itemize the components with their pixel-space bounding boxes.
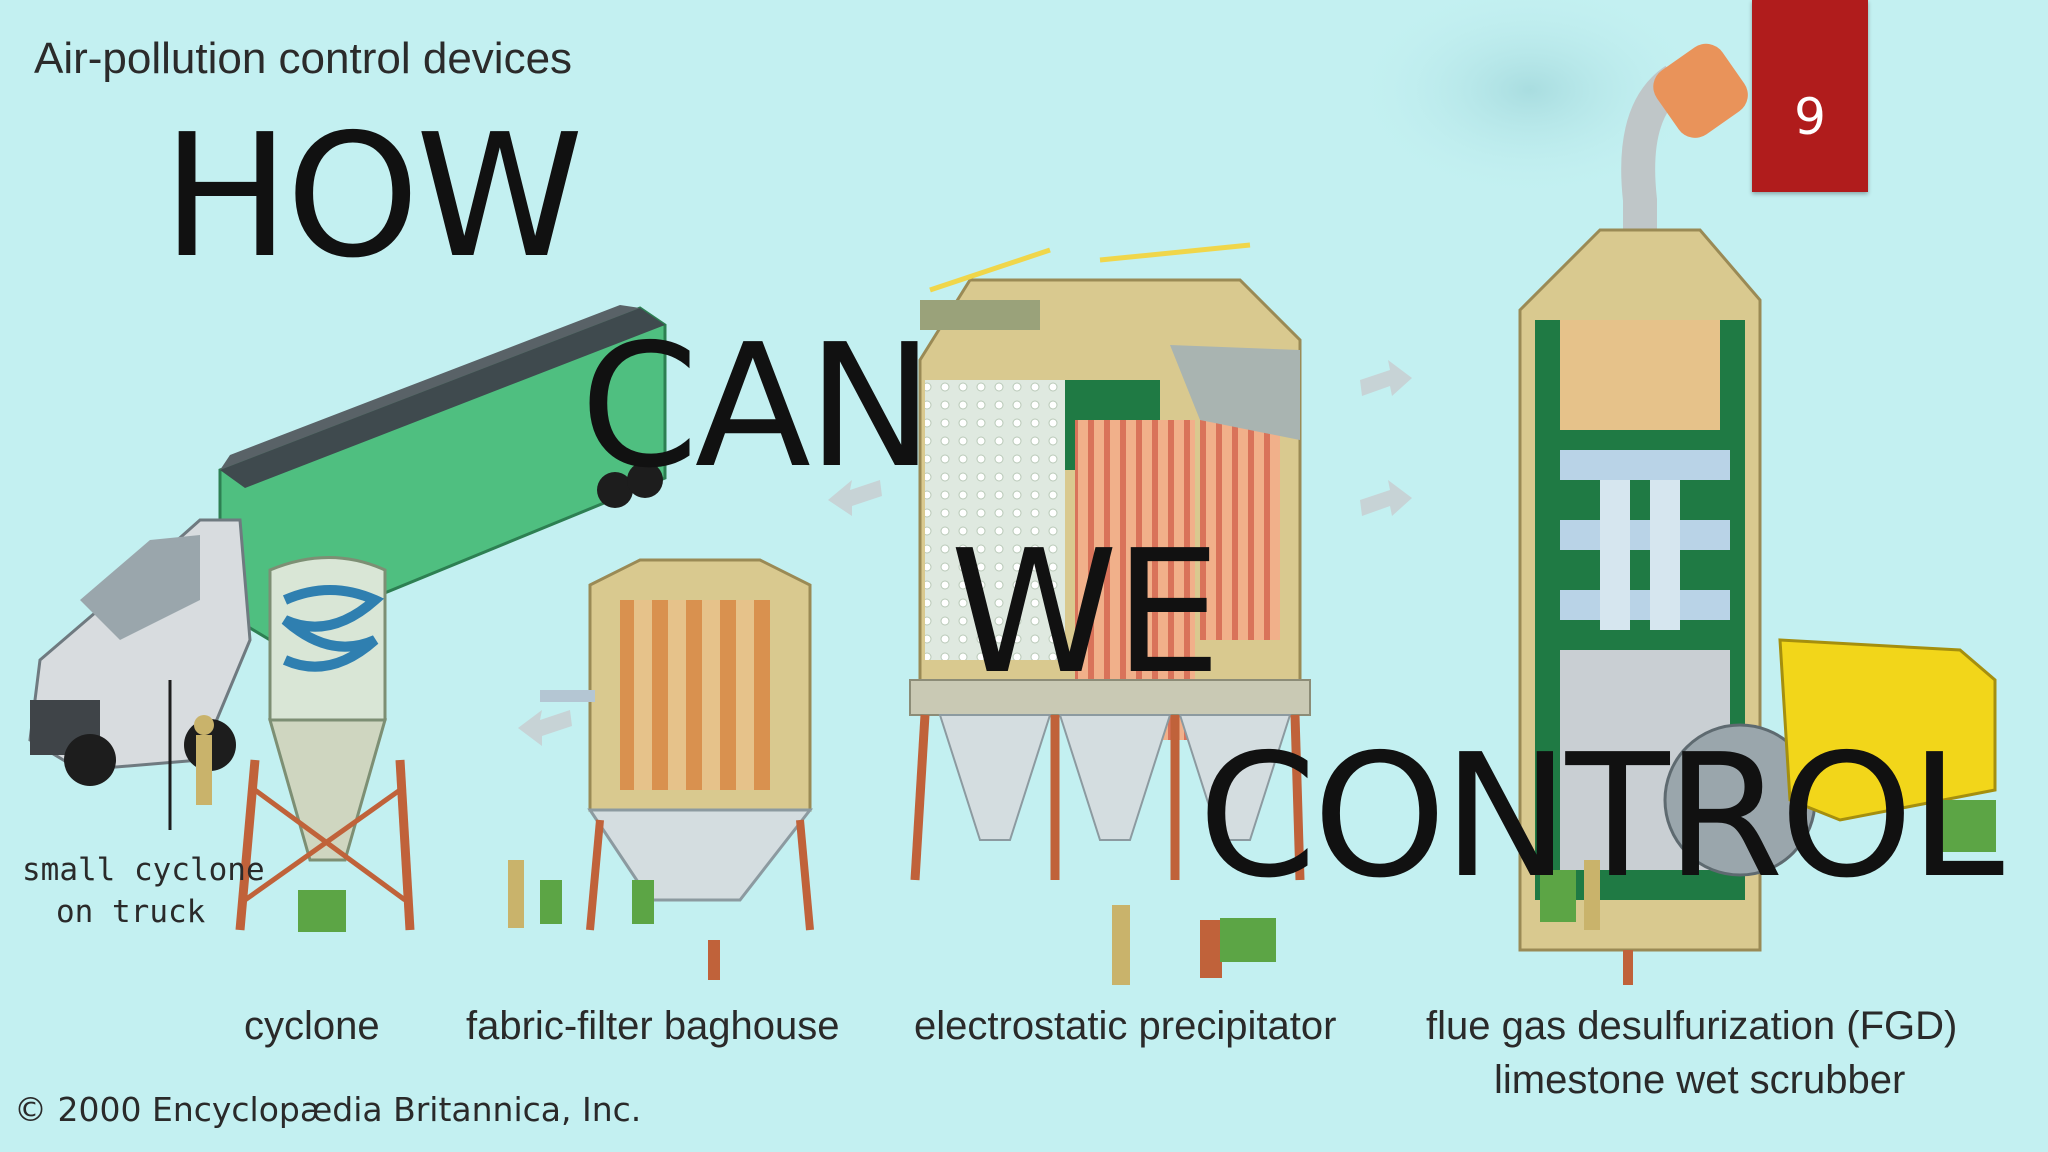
baghouse-device	[508, 558, 814, 980]
fgd-scrubber-device	[1518, 43, 1997, 985]
precipitator-caption: electrostatic precipitator	[914, 1004, 1337, 1048]
baghouse-caption: fabric-filter baghouse	[466, 1004, 840, 1048]
headline-word-control: CONTROL	[1198, 718, 2004, 916]
fgd-caption: flue gas desulfurization (FGD)	[1426, 1004, 1958, 1048]
headline-word-how: HOW	[162, 98, 584, 296]
page-number: 9	[1794, 88, 1826, 146]
electrostatic-precipitator-device	[909, 242, 1311, 985]
copyright-notice: © 2000 Encyclopædia Britannica, Inc.	[14, 1090, 642, 1129]
headline-word-can: CAN	[580, 308, 934, 506]
cyclone-device	[194, 556, 415, 932]
flow-arrows	[518, 360, 1412, 746]
cyclone-caption: cyclone	[244, 1004, 380, 1048]
headline-word-we: WE	[950, 514, 1222, 712]
fgd-caption-line2: limestone wet scrubber	[1494, 1058, 1906, 1102]
small-cyclone-label: small cyclone	[22, 852, 265, 888]
figure-title: Air-pollution control devices	[34, 34, 573, 83]
page-number-badge: 9	[1752, 0, 1868, 192]
small-cyclone-label-line2: on truck	[56, 894, 206, 930]
